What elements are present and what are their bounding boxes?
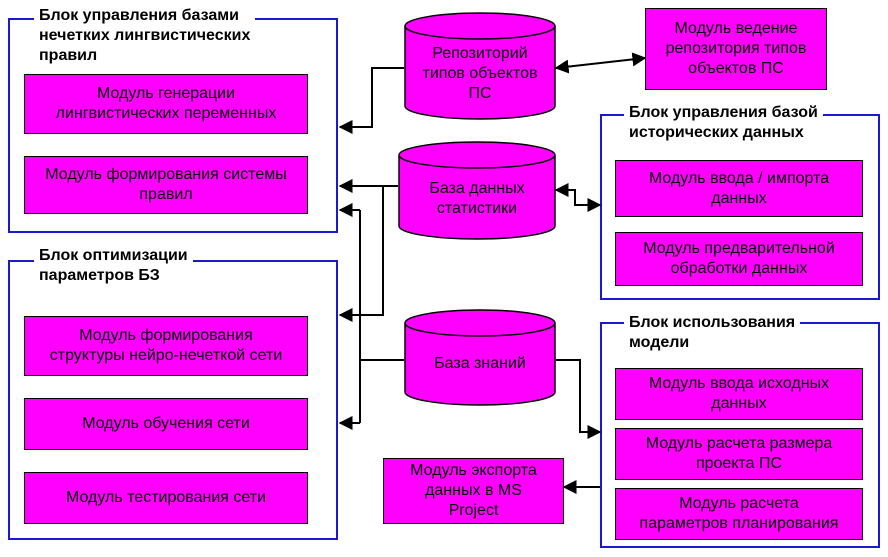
db-knowledge-base-label: База знаний <box>434 355 526 372</box>
module-repo-keeping: Модуль ведение репозитория типов объекто… <box>645 8 827 90</box>
module-preprocess: Модуль предварительной обработки данных <box>615 232 863 286</box>
cylinder-shape <box>398 141 556 240</box>
db-knowledge-base: База знаний <box>404 309 556 406</box>
module-size-calc: Модуль расчета размера проекта ПС <box>615 428 863 480</box>
db-statistics: База данных статистики <box>398 141 556 240</box>
module-net-training: Модуль обучения сети <box>24 398 308 450</box>
db-repository: Репозиторий типов объектов ПС <box>404 12 556 120</box>
db-statistics-label: База данных статистики <box>429 180 525 217</box>
link-repo-module <box>554 52 647 74</box>
link-stats-hist <box>554 183 602 212</box>
group-use-title: Блок использования модели <box>624 313 801 353</box>
link-stats-bus <box>338 186 384 322</box>
db-repository-label: Репозиторий типов объектов ПС <box>422 45 538 102</box>
module-net-structure: Модуль формирования структуры нейро-нече… <box>24 316 308 376</box>
cylinder-shape <box>404 12 556 120</box>
link-repo-rules <box>338 67 404 134</box>
module-export: Модуль экспорта данных в MS Project <box>383 458 564 524</box>
module-data-io: Модуль ввода / импорта данных <box>615 160 863 217</box>
group-hist-title: Блок управления базой исторических данны… <box>624 103 823 143</box>
module-net-testing: Модуль тестирования сети <box>24 472 308 524</box>
group-optim-title: Блок оптимизации параметров БЗ <box>34 246 193 286</box>
cylinder-shape <box>404 309 556 406</box>
module-rule-system: Модуль формирования системы правил <box>24 156 308 214</box>
module-ling-vars: Модуль генерации лингвистических перемен… <box>24 74 308 134</box>
module-plan-calc: Модуль расчета параметров планирования <box>615 488 863 540</box>
module-input-data: Модуль ввода исходных данных <box>615 368 863 420</box>
group-rules-title: Блок управления базами нечетких лингвист… <box>34 6 256 66</box>
link-kb-use <box>556 359 602 439</box>
